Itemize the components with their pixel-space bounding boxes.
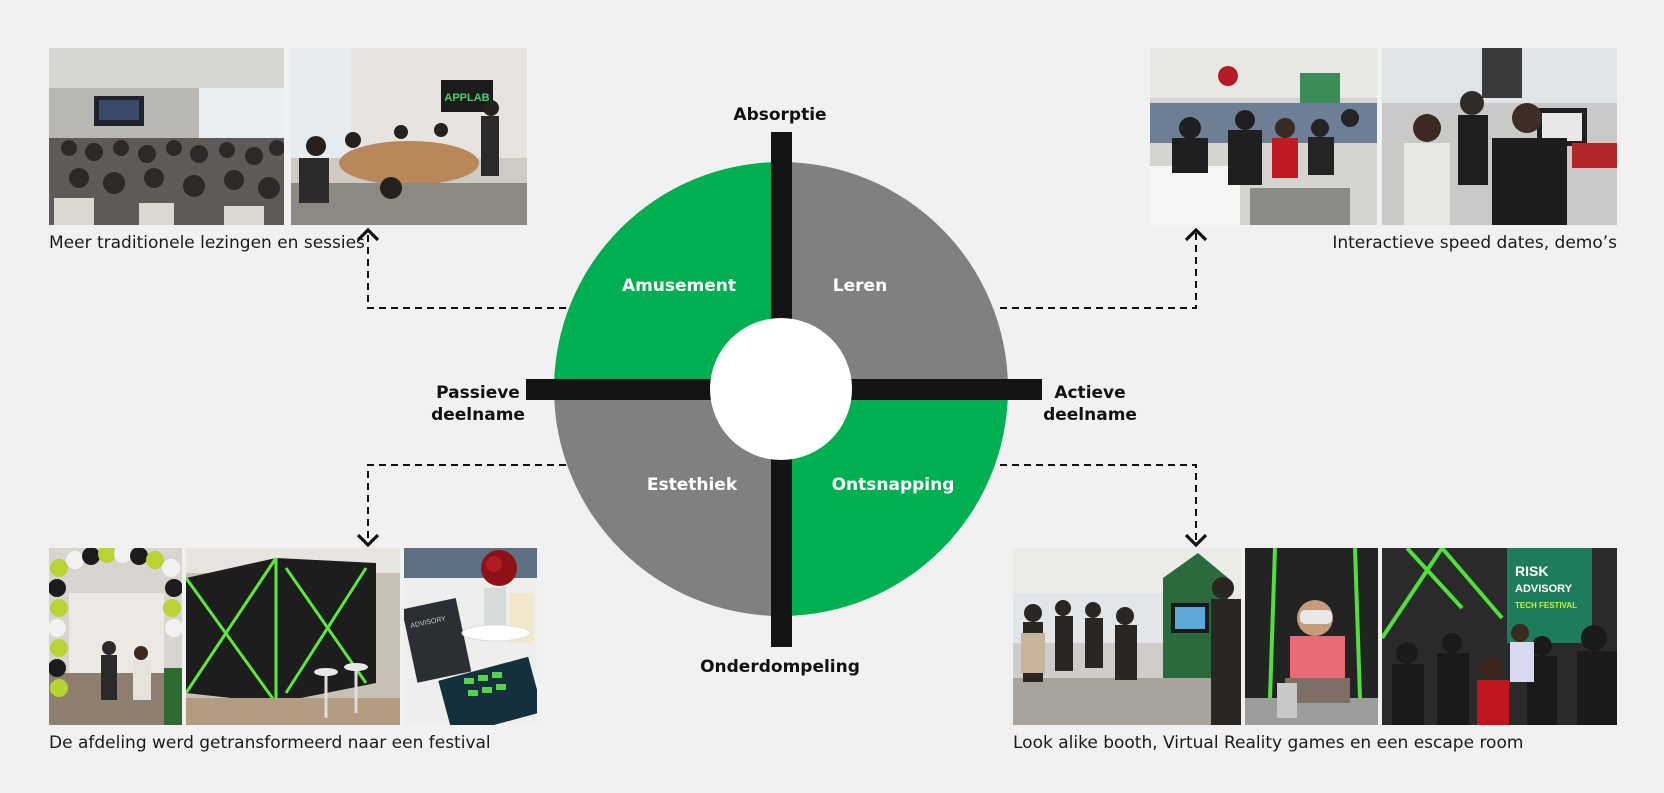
festival-banner-line3: TECH FESTIVAL: [1515, 601, 1577, 610]
caption-top-left: Meer traditionele lezingen en sessies: [49, 233, 365, 253]
photo-escape-room-wall: [186, 548, 400, 725]
quadrant-label-estethiek: Estethiek: [646, 475, 738, 495]
photo-vr-game: [1245, 548, 1378, 725]
festival-banner-line2: ADVISORY: [1515, 583, 1573, 595]
connector-bottom-right: [1000, 464, 1208, 548]
axis-label-left: Passieve deelname: [418, 382, 538, 426]
photo-demos: [1382, 48, 1617, 225]
center-circle: [710, 318, 852, 460]
applab-screen-text: APPLAB: [444, 92, 489, 104]
axis-label-right: Actieve deelname: [1030, 382, 1150, 426]
connector-top-right: [1000, 227, 1208, 309]
quadrant-bottom-right: [781, 389, 1008, 616]
quadrant-top-left: [554, 162, 781, 389]
axis-label-left-line1: Passieve: [436, 383, 520, 403]
caption-top-right: Interactieve speed dates, demo’s: [1332, 233, 1617, 253]
photo-balloon-arch: [49, 548, 182, 725]
axis-label-bottom: Onderdompeling: [700, 657, 860, 677]
photo-meeting-room: APPLAB: [291, 48, 527, 225]
quadrant-label-leren: Leren: [832, 276, 888, 296]
quadrant-label-ontsnapping: Ontsnapping: [831, 475, 955, 495]
quadrant-label-amusement: Amusement: [621, 276, 737, 296]
connector-bottom-left: [356, 464, 566, 548]
axis-label-right-line1: Actieve: [1054, 383, 1126, 403]
caption-bottom-right: Look alike booth, Virtual Reality games …: [1013, 733, 1524, 753]
quadrant-top-right: [781, 162, 1008, 389]
caption-bottom-left: De afdeling werd getransformeerd naar ee…: [49, 733, 491, 753]
quadrant-bottom-left: [554, 389, 781, 616]
festival-banner-line1: RISK: [1515, 563, 1548, 579]
axis-label-top: Absorptie: [733, 105, 827, 125]
axis-label-right-line2: deelname: [1043, 405, 1137, 425]
photo-lecture-hall: [49, 48, 284, 225]
photo-escape-room-group: RISK ADVISORY TECH FESTIVAL: [1382, 548, 1617, 725]
photo-look-alike-booth: [1013, 548, 1241, 725]
axis-label-left-line2: deelname: [431, 405, 525, 425]
photo-festival-table: ADVISORY: [404, 548, 537, 725]
connector-top-left: [356, 227, 566, 309]
photo-speed-dates: [1150, 48, 1377, 225]
